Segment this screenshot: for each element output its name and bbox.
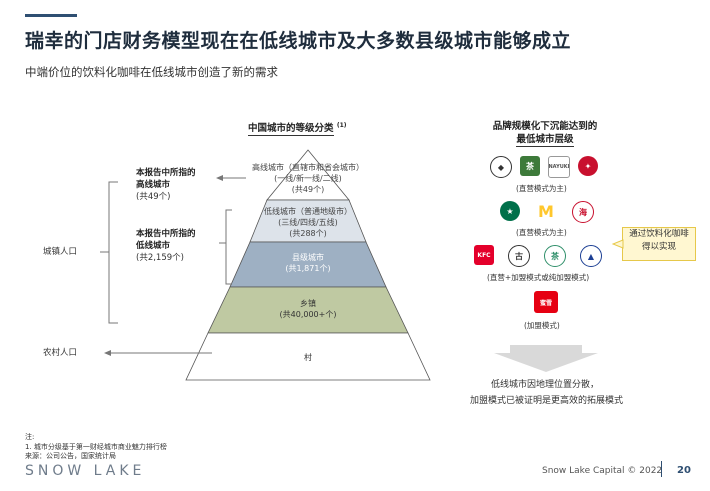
rural-population-label: 农村人口 xyxy=(43,348,78,358)
copyright-text: Snow Lake Capital © 2022 xyxy=(542,466,663,476)
footnote-label: 注: xyxy=(25,433,35,441)
low-tier-title: 本报告中所指的 xyxy=(136,229,196,239)
bracket-urban xyxy=(108,181,118,324)
tier4-line2: (共40,000+个) xyxy=(279,310,337,319)
down-arrow-shape xyxy=(494,345,598,372)
tier2-line1: 低线城市（普通地级市） xyxy=(264,207,352,216)
tier3-line2: (共1,871个) xyxy=(285,264,331,273)
low-tier-count: (共2,159个) xyxy=(136,253,184,263)
tier2-line3: (共288个) xyxy=(289,229,327,238)
callout-box: 通过饮料化咖啡 得以实现 xyxy=(622,227,696,261)
luckin-logo-icon: ◆ xyxy=(490,156,512,178)
tier3-line1: 县级城市 xyxy=(292,253,324,262)
city-tier-heading: 中国城市的等级分类 (1) xyxy=(248,120,347,136)
nayuki-logo-icon: NAYUKI xyxy=(548,156,570,178)
guming-logo-icon: 古 xyxy=(508,245,530,267)
mcdonalds-logo-icon: M xyxy=(536,201,556,221)
starbucks-logo-icon: ★ xyxy=(500,201,520,221)
chabaidao-logo-icon: 茶 xyxy=(544,245,566,267)
caption-direct-1: (直营模式为主) xyxy=(516,184,567,193)
haidilao-logo-icon: 海 xyxy=(572,201,594,223)
tier1-line3: (共49个) xyxy=(291,185,325,194)
city-tier-heading-note: (1) xyxy=(336,121,347,129)
page-number: 20 xyxy=(677,465,691,476)
tier1-line1: 高线城市（直辖市和省会城市） xyxy=(252,163,364,172)
brand-row-3: KFC 古 茶 ▲ xyxy=(474,245,602,267)
brand-row-4: 蜜雪 xyxy=(534,291,558,313)
city-tier-heading-text: 中国城市的等级分类 xyxy=(248,123,334,136)
high-tier-count: (共49个) xyxy=(136,192,171,202)
mixue-logo-icon: 蜜雪 xyxy=(534,291,558,313)
kfc-logo-icon: KFC xyxy=(474,245,494,265)
page-title: 瑞幸的门店财务模型现在在低线城市及大多数县级城市能够成立 xyxy=(25,30,572,52)
caption-direct-2: (直营模式为主) xyxy=(516,228,567,237)
pyramid-tier-5 xyxy=(185,332,431,381)
tier2-line2: (三线/四线/五线) xyxy=(278,218,338,227)
tier1-label: 高线城市（直辖市和省会城市） (一线/新一线/二线) (共49个) xyxy=(238,162,378,195)
tier3-label: 县级城市 (共1,871个) xyxy=(238,252,378,274)
tier5-label: 村 xyxy=(238,352,378,363)
tier4-label: 乡镇 (共40,000+个) xyxy=(238,298,378,320)
brand-heading: 品牌规模化下沉能达到的 最低城市层级 xyxy=(470,120,620,147)
footnote-1: 1. 城市分级基于第一财经城市商业魅力排行榜 xyxy=(25,443,167,451)
low-tier-title2: 低线城市 xyxy=(136,241,171,251)
tims-logo-icon: ✦ xyxy=(578,156,598,176)
low-tier-note: 本报告中所指的 低线城市 (共2,159个) xyxy=(136,228,196,264)
caption-mixed: (直营+加盟模式或纯加盟模式) xyxy=(487,273,590,282)
high-tier-note: 本报告中所指的 高线城市 (共49个) xyxy=(136,167,196,203)
brand-row-2: ★ M 海 xyxy=(500,201,594,223)
high-tier-title: 本报告中所指的 xyxy=(136,168,196,178)
callout-line1: 通过饮料化咖啡 xyxy=(629,229,689,239)
callout-pointer xyxy=(612,239,624,249)
tier5-line1: 村 xyxy=(304,353,312,362)
brand-heading-line2: 最低城市层级 xyxy=(516,134,574,147)
brand-wordmark: SNOW LAKE xyxy=(25,463,146,479)
conclusion-text: 低线城市因地理位置分散， 加盟模式已被证明是更高效的拓展模式 xyxy=(470,377,624,409)
footnote-source: 来源：公司公告，国家统计局 xyxy=(25,452,116,460)
bracket-low-tier xyxy=(225,209,232,285)
brand-heading-line1: 品牌规模化下沉能达到的 xyxy=(492,121,598,132)
title-accent-bar xyxy=(25,14,77,17)
page-subtitle: 中端价位的饮料化咖啡在低线城市创造了新的需求 xyxy=(25,65,278,79)
conclusion-line2: 加盟模式已被证明是更高效的拓展模式 xyxy=(470,396,624,406)
luckin-franchise-logo-icon: ▲ xyxy=(580,245,602,267)
heytea-logo-icon: 茶 xyxy=(520,156,540,176)
conclusion-line1: 低线城市因地理位置分散， xyxy=(490,380,599,390)
high-tier-title2: 高线城市 xyxy=(136,180,171,190)
tier1-line2: (一线/新一线/二线) xyxy=(274,174,342,183)
brand-row-1: ◆ 茶 NAYUKI ✦ xyxy=(490,156,598,178)
tier4-line1: 乡镇 xyxy=(300,299,316,308)
caption-franchise: (加盟模式) xyxy=(524,321,560,330)
callout-line2: 得以实现 xyxy=(641,242,676,252)
tier2-label: 低线城市（普通地级市） (三线/四线/五线) (共288个) xyxy=(238,206,378,239)
urban-population-label: 城镇人口 xyxy=(43,247,78,257)
page-divider xyxy=(661,461,662,477)
